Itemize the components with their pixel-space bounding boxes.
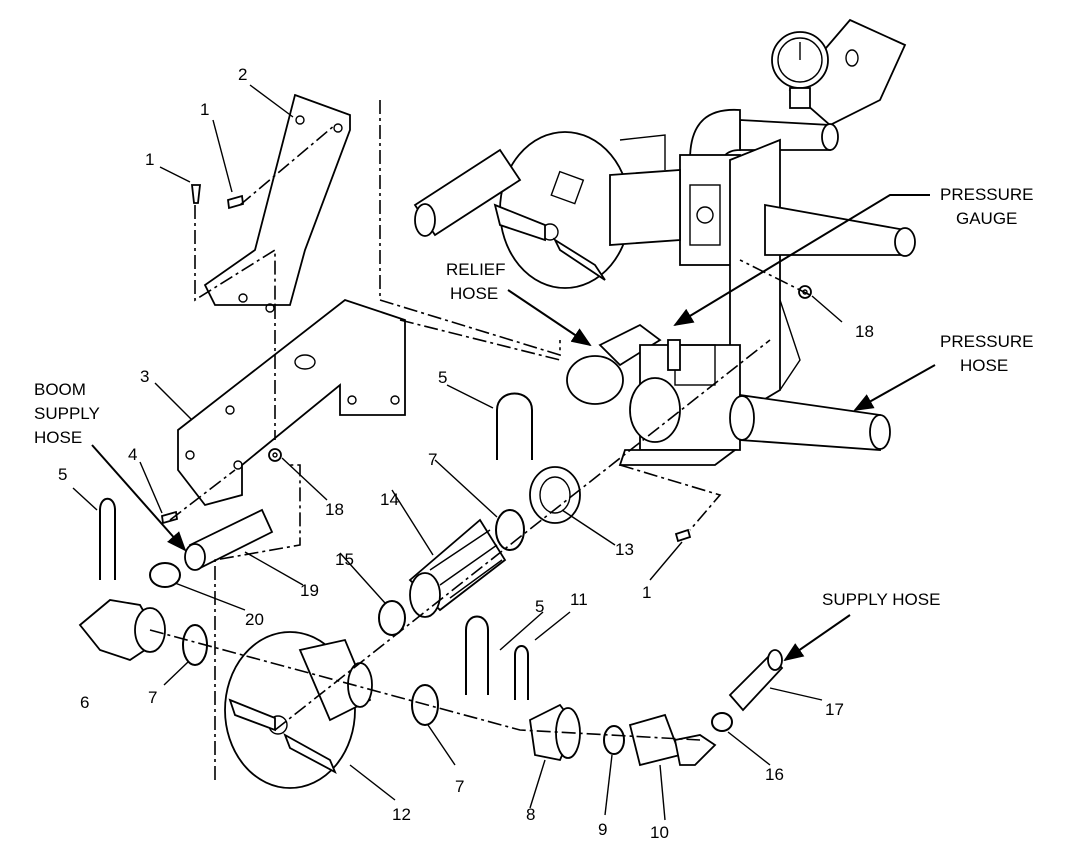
clip-11 xyxy=(514,645,529,700)
middle-valve-assembly xyxy=(566,323,891,466)
callout-5: 5 xyxy=(535,597,544,616)
callout-7: 7 xyxy=(148,688,157,707)
boom-supply-hose-label: SUPPLY xyxy=(34,404,100,423)
pressure-hose-label: PRESSURE xyxy=(940,332,1034,351)
callout-18: 18 xyxy=(325,500,344,519)
alignment-lines xyxy=(149,100,811,780)
upper-manifold-assembly xyxy=(413,18,916,422)
label-arrows xyxy=(91,194,936,662)
boom-supply-hose-label: BOOM xyxy=(34,380,86,399)
callout-11: 11 xyxy=(570,590,588,609)
washer-18a xyxy=(268,448,282,462)
callout-20: 20 xyxy=(245,610,264,629)
callout-7: 7 xyxy=(455,777,464,796)
clamp-20 xyxy=(149,562,181,588)
u-clip-5a xyxy=(99,497,116,580)
callout-2: 2 xyxy=(238,65,247,84)
fitting-8 xyxy=(529,703,581,762)
bolt-1a xyxy=(190,184,202,204)
boom-supply-hose-19 xyxy=(184,508,274,571)
callout-6: 6 xyxy=(80,693,89,712)
callout-9: 9 xyxy=(598,820,607,839)
nut-13 xyxy=(529,466,581,524)
valve-12 xyxy=(224,631,373,789)
supply-hose-label: SUPPLY HOSE xyxy=(822,590,940,609)
clamp-16 xyxy=(711,712,733,732)
upper-valve-disc xyxy=(493,131,631,289)
boom-supply-hose-label: HOSE xyxy=(34,428,82,447)
callout-7: 7 xyxy=(428,450,437,469)
bracket-3 xyxy=(177,298,406,507)
o-ring-7b xyxy=(495,509,525,551)
u-clip-5c xyxy=(465,615,489,695)
callout-3: 3 xyxy=(140,367,149,386)
pressure-gauge-label: PRESSURE xyxy=(940,185,1034,204)
o-ring-15 xyxy=(378,600,406,636)
callout-5: 5 xyxy=(58,465,67,484)
pressure-gauge-label: GAUGE xyxy=(956,209,1017,228)
callout-8: 8 xyxy=(526,805,535,824)
bolt-1b xyxy=(227,194,244,210)
bracket-2 xyxy=(203,93,351,313)
callout-13: 13 xyxy=(615,540,634,559)
relief-hose-label: RELIEF xyxy=(446,260,506,279)
callout-numbers: 1 1 1 2 3 4 5 5 5 6 7 7 7 8 9 10 11 12 1… xyxy=(58,65,874,842)
u-clip-5b xyxy=(496,392,533,460)
o-ring-7c xyxy=(411,684,439,726)
callout-10: 10 xyxy=(650,823,669,842)
o-ring-9 xyxy=(603,725,625,755)
callout-1: 1 xyxy=(145,150,154,169)
relief-hose-label: HOSE xyxy=(450,284,498,303)
callout-1: 1 xyxy=(642,583,651,602)
callout-12: 12 xyxy=(392,805,411,824)
fitting-6 xyxy=(78,599,166,661)
pressure-gauge xyxy=(771,31,829,109)
pressure-hose-label: HOSE xyxy=(960,356,1008,375)
part-name-labels: PRESSURE GAUGE RELIEF HOSE PRESSURE HOSE… xyxy=(34,185,1034,609)
callout-4: 4 xyxy=(128,445,137,464)
callout-16: 16 xyxy=(765,765,784,784)
callout-17: 17 xyxy=(825,700,844,719)
callout-1: 1 xyxy=(200,100,209,119)
elbow-fitting-10 xyxy=(628,713,717,767)
bolt-1c xyxy=(674,528,692,543)
fitting-14 xyxy=(408,518,507,618)
bolt-4 xyxy=(160,510,179,525)
callout-5: 5 xyxy=(438,368,447,387)
callout-14: 14 xyxy=(380,490,399,509)
callout-leaders xyxy=(72,84,843,821)
callout-15: 15 xyxy=(335,550,354,569)
supply-hose-17 xyxy=(728,649,784,712)
callout-19: 19 xyxy=(300,581,319,600)
callout-18: 18 xyxy=(855,322,874,341)
